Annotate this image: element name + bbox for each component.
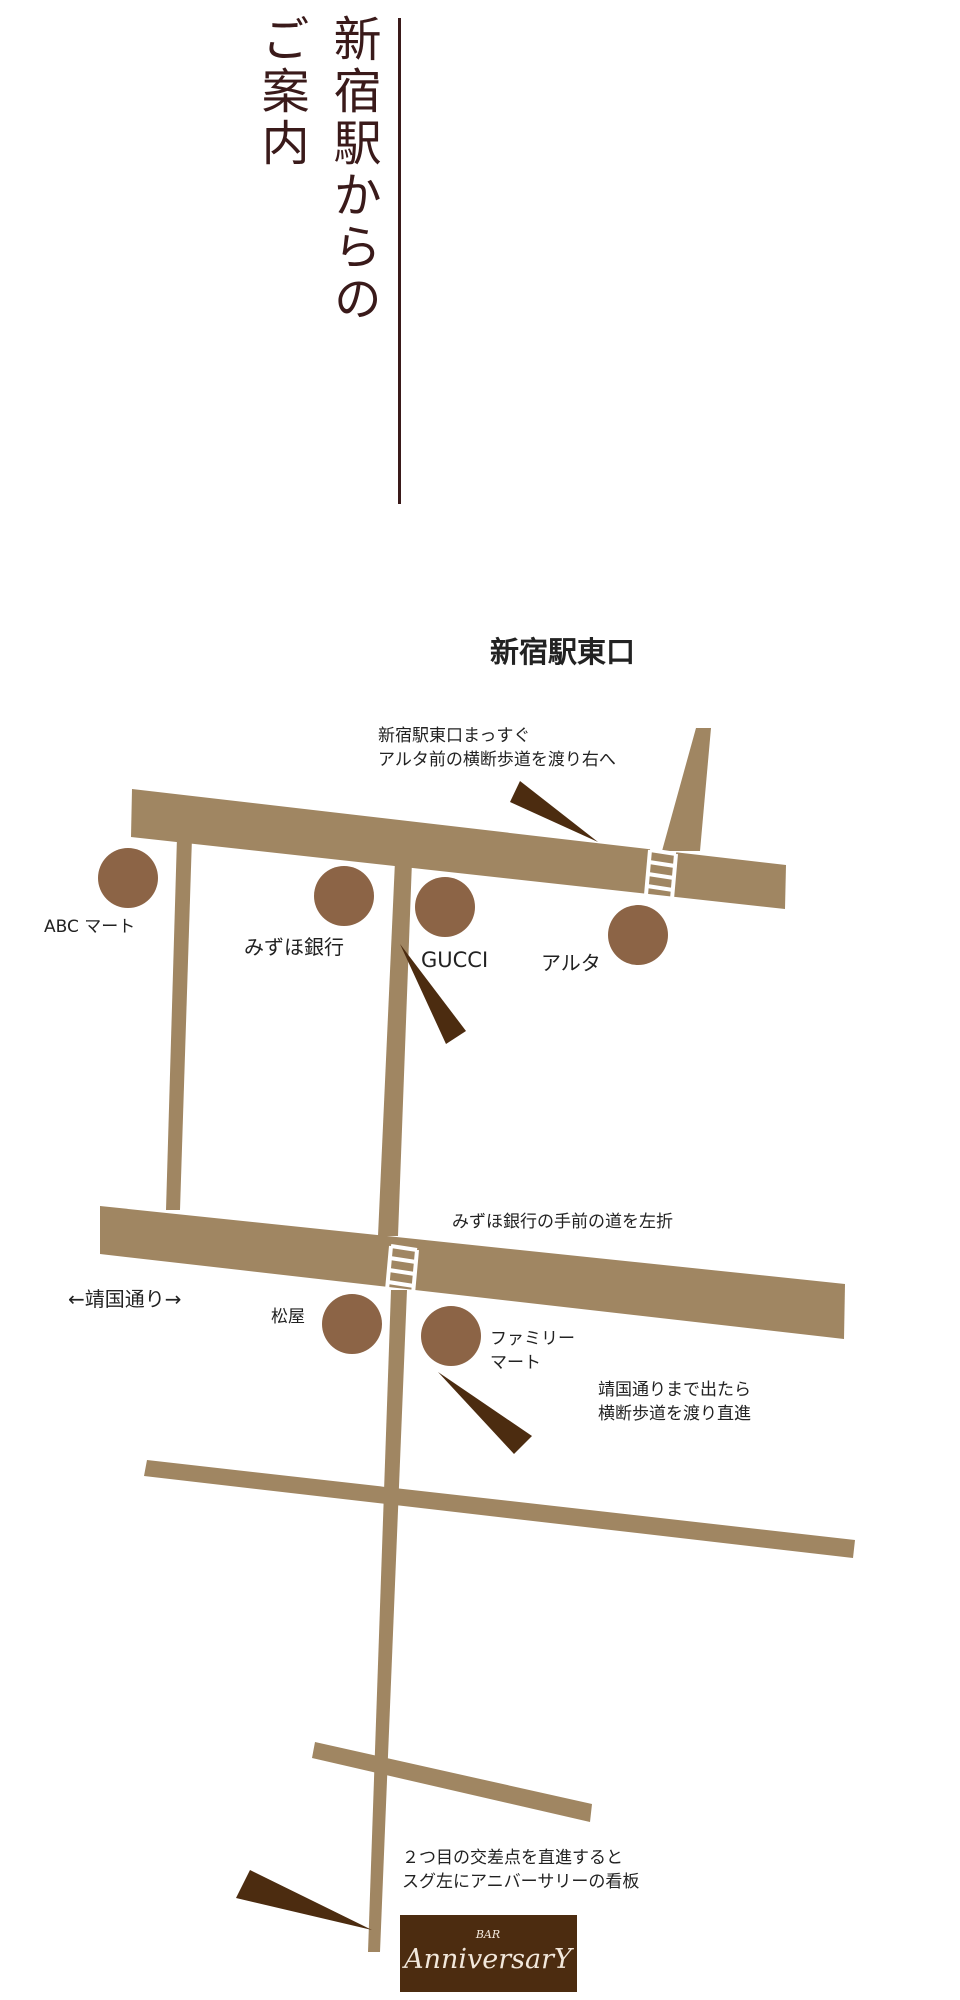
landmark-mizuho-label: みずほ銀行: [244, 935, 344, 959]
arrow-icon: [438, 1372, 532, 1454]
landmark-abc-marker: [98, 848, 158, 908]
sign-background: [400, 1915, 577, 1992]
title-rule: [398, 18, 401, 504]
landmark-alta-marker: [608, 905, 668, 965]
landmark-gucci-marker: [415, 877, 475, 937]
road-top: [131, 789, 786, 909]
arrow-icon: [510, 781, 598, 842]
landmark-matsuya-marker: [322, 1294, 382, 1354]
landmark-abc-label: ABC マート: [44, 917, 135, 937]
map-heading: 新宿駅東口: [490, 635, 635, 669]
note-step1-line1: 新宿駅東口まっすぐ: [378, 726, 530, 746]
road-main-south: [368, 1290, 407, 1952]
landmark-markers: [98, 848, 668, 1366]
landmark-matsuya-label: 松屋: [271, 1307, 305, 1327]
road-left-vertical: [166, 837, 192, 1210]
road-middle-vertical: [378, 861, 412, 1236]
roads: [100, 728, 855, 1952]
note-step4-line1: ２つ目の交差点を直進すると: [402, 1848, 623, 1868]
page-title-line-2: ご案内: [252, 14, 309, 170]
crosswalk-top: [644, 848, 678, 900]
landmark-familymart-marker: [421, 1306, 481, 1366]
arrow-icon: [400, 944, 466, 1044]
road-cross-1: [144, 1460, 855, 1558]
page-title-line-1: 新宿駅からの: [324, 14, 381, 326]
road-yasukuni: [100, 1206, 845, 1339]
note-step1-line2: アルタ前の横断歩道を渡り右へ: [378, 750, 616, 770]
note-step2: みずほ銀行の手前の道を左折: [452, 1212, 673, 1232]
landmark-familymart-label-1: ファミリー: [490, 1329, 575, 1349]
direction-arrows: [236, 781, 598, 1930]
arrow-icon: [236, 1870, 372, 1930]
landmark-mizuho-marker: [314, 866, 374, 926]
landmark-familymart-label-2: マート: [490, 1353, 541, 1373]
street-label-yasukuni: ←靖国通り→: [68, 1287, 182, 1311]
crosswalk-yasukuni: [385, 1244, 419, 1295]
landmark-gucci-label: GUCCI: [421, 948, 488, 972]
sign-name-text: AnniversarY: [401, 1944, 574, 1975]
road-station-diagonal: [662, 728, 711, 851]
road-cross-2: [312, 1742, 592, 1822]
anniversary-sign: BAR AnniversarY: [400, 1915, 577, 1992]
note-step4-line2: スグ左にアニバーサリーの看板: [402, 1872, 639, 1892]
note-step3-line1: 靖国通りまで出たら: [598, 1380, 751, 1400]
note-step3-line2: 横断歩道を渡り直進: [598, 1404, 751, 1424]
landmark-alta-label: アルタ: [541, 951, 601, 975]
sign-bar-text: BAR: [475, 1928, 500, 1941]
